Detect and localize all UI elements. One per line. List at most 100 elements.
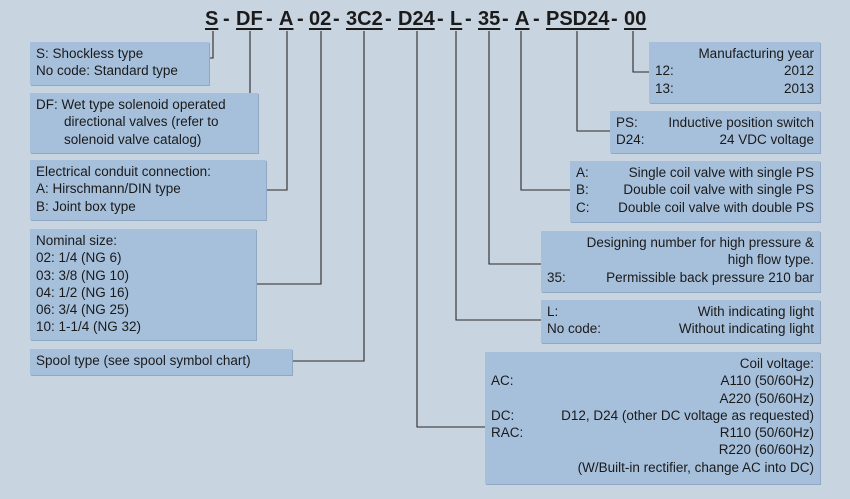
- coil-ps-code: C:: [576, 199, 590, 215]
- voltage-code: AC:: [491, 373, 514, 389]
- code-dash: -: [611, 8, 618, 30]
- year-title: Manufacturing year: [698, 46, 814, 61]
- df-line: DF: Wet type solenoid operated: [36, 97, 226, 112]
- code-dash: -: [465, 8, 472, 30]
- code-dash: -: [502, 8, 509, 30]
- df-box: DF: Wet type solenoid operated direction…: [30, 93, 258, 153]
- code-nominal-size: 02: [309, 8, 332, 30]
- voltage-title: Coil voltage:: [739, 356, 814, 371]
- year-row: 13: 2013: [655, 80, 814, 97]
- connector-coil-ps: [520, 31, 570, 191]
- coil-ps-code: A:: [576, 165, 589, 180]
- year-code: 13:: [655, 80, 674, 96]
- voltage-value: D12, D24 (other DC voltage as requested): [561, 407, 814, 423]
- coil-ps-value: Double coil valve with double PS: [618, 199, 814, 215]
- coil-ps-code: B:: [576, 182, 589, 198]
- code-shockless: S: [205, 8, 219, 30]
- connector-nominal: [256, 31, 322, 285]
- code-dash: -: [437, 8, 444, 30]
- voltage-value: A220 (50/60Hz): [719, 390, 814, 406]
- voltage-note: (W/Built-in rectifier, change AC into DC…: [577, 459, 814, 475]
- nominal-item: 06: 3/4 (NG 25): [36, 302, 130, 318]
- light-value: With indicating light: [697, 304, 814, 319]
- coil-ps-row: B: Double coil valve with single PS: [576, 181, 814, 198]
- position-switch-box: PS: Inductive position switch D24: 24 VD…: [610, 111, 820, 153]
- code-df: DF: [236, 8, 263, 30]
- coil-ps-box: A: Single coil valve with single PS B: D…: [570, 161, 820, 222]
- year-row: 12: 2012: [655, 62, 814, 79]
- ps-row: PS: Inductive position switch: [616, 114, 814, 131]
- ps-code: PS:: [616, 115, 638, 130]
- design-code: 35:: [547, 269, 566, 285]
- connector-ps: [576, 31, 610, 132]
- light-code: No code:: [547, 321, 602, 337]
- shockless-box: S: Shockless type No code: Standard type: [30, 42, 209, 85]
- design-number-box: Designing number for high pressure & hig…: [541, 231, 820, 292]
- code-light: L: [450, 8, 463, 30]
- connector-conduit: [266, 31, 288, 191]
- connector-spool: [292, 31, 365, 362]
- ps-code: D24:: [616, 132, 645, 148]
- code-dash: -: [333, 8, 340, 30]
- connector-year: [632, 31, 649, 73]
- df-line: solenoid valve catalog): [64, 131, 202, 147]
- voltage-code: DC:: [491, 407, 515, 423]
- coil-ps-row: A: Single coil valve with single PS: [576, 164, 814, 181]
- nominal-title: Nominal size:: [36, 233, 118, 248]
- code-year: 00: [624, 8, 647, 30]
- indicating-light-box: L: With indicating light No code: Withou…: [541, 300, 820, 343]
- code-dash: -: [385, 8, 392, 30]
- voltage-row: RAC: R110 (50/60Hz): [491, 424, 814, 441]
- conduit-title: Electrical conduit connection:: [36, 164, 211, 179]
- shockless-line: S: Shockless type: [36, 46, 144, 61]
- light-code: L:: [547, 304, 559, 319]
- ps-value: Inductive position switch: [668, 115, 814, 130]
- spool-box: Spool type (see spool symbol chart): [30, 349, 292, 375]
- ps-row: D24: 24 VDC voltage: [616, 131, 814, 148]
- year-box: Manufacturing year 12: 2012 13: 2013: [649, 42, 820, 103]
- voltage-value: A110 (50/60Hz): [720, 373, 814, 389]
- code-dash: -: [266, 8, 273, 30]
- light-value: Without indicating light: [678, 321, 814, 337]
- design-value: Permissible back pressure 210 bar: [606, 269, 814, 285]
- coil-ps-value: Single coil valve with single PS: [628, 165, 814, 180]
- year-code: 12:: [655, 63, 674, 79]
- df-line: directional valves (refer to: [64, 114, 219, 130]
- code-dash: -: [223, 8, 230, 30]
- connector-design: [488, 31, 541, 265]
- code-dash: -: [297, 8, 304, 30]
- voltage-value: R110 (50/60Hz): [719, 425, 814, 441]
- code-dash: -: [533, 8, 540, 30]
- nominal-item: 02: 1/4 (NG 6): [36, 250, 122, 266]
- standard-line: No code: Standard type: [36, 63, 178, 79]
- code-conduit: A: [279, 8, 294, 30]
- nominal-item: 03: 3/8 (NG 10): [36, 267, 130, 283]
- nominal-item: 10: 1-1/4 (NG 32): [36, 319, 142, 335]
- voltage-row: AC: A110 (50/60Hz): [491, 372, 814, 389]
- code-position-switch: PSD24: [546, 8, 610, 30]
- code-voltage: D24: [398, 8, 435, 30]
- year-value: 2013: [783, 80, 814, 96]
- code-spool: 3C2: [346, 8, 383, 30]
- voltage-code: RAC:: [491, 425, 524, 441]
- connector-shockless: [209, 31, 214, 59]
- model-code: S - DF - A - 02 - 3C2 - D24 - L - 35 - A…: [0, 4, 850, 34]
- voltage-value: R220 (60/60Hz): [718, 442, 814, 458]
- conduit-option: A: Hirschmann/DIN type: [36, 181, 181, 197]
- code-coil-ps: A: [515, 8, 530, 30]
- year-value: 2012: [783, 63, 814, 79]
- nominal-item: 04: 1/2 (NG 16): [36, 284, 130, 300]
- connector-light: [455, 31, 541, 321]
- spool-line: Spool type (see spool symbol chart): [36, 353, 251, 368]
- light-row: No code: Without indicating light: [547, 320, 814, 337]
- coil-ps-value: Double coil valve with single PS: [623, 182, 814, 198]
- ps-value: 24 VDC voltage: [719, 132, 814, 148]
- connector-voltage: [416, 31, 485, 428]
- voltage-row: DC: D12, D24 (other DC voltage as reques…: [491, 407, 814, 424]
- design-line: high flow type.: [727, 252, 814, 268]
- coil-voltage-box: Coil voltage: AC: A110 (50/60Hz) A220 (5…: [485, 352, 820, 484]
- code-design: 35: [478, 8, 501, 30]
- conduit-box: Electrical conduit connection: A: Hirsch…: [30, 160, 266, 220]
- conduit-option: B: Joint box type: [36, 198, 136, 214]
